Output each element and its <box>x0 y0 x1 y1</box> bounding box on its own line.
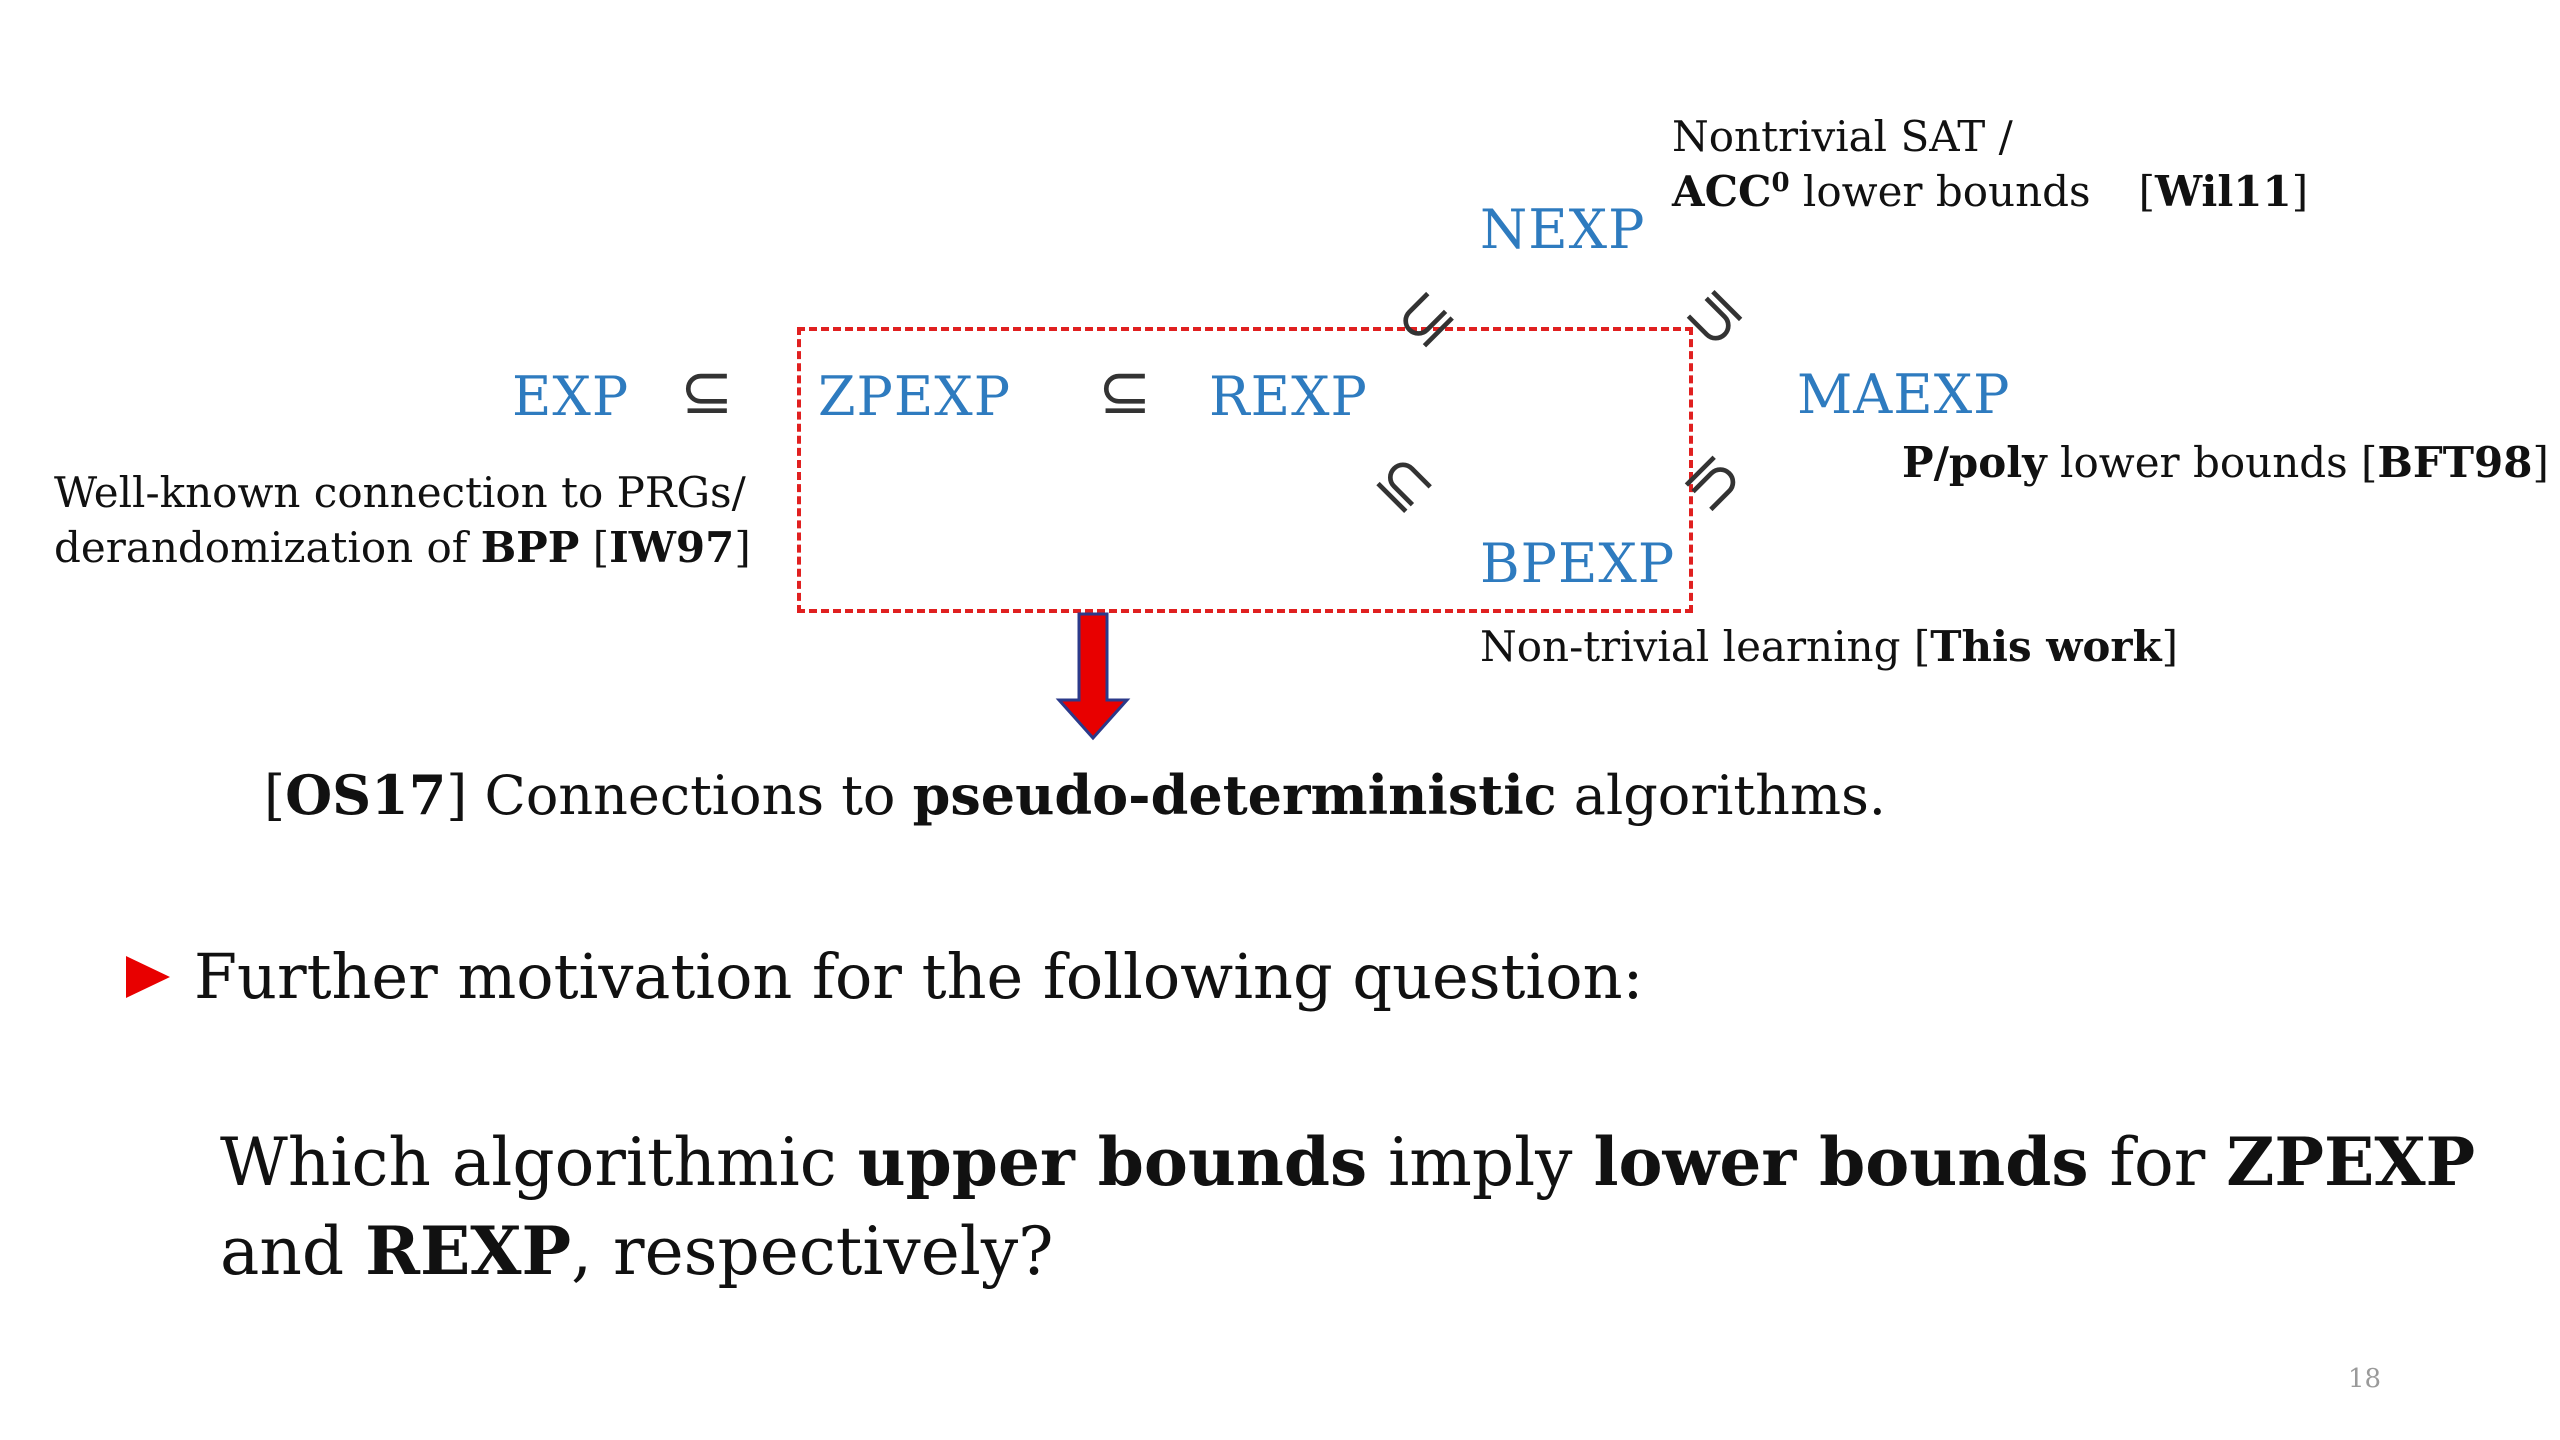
note-nexp-cite-open: [ <box>2138 166 2155 216</box>
note-bpexp-pre: Non-trivial learning [ <box>1480 622 1931 671</box>
question-p5: , respectively? <box>571 1213 1054 1291</box>
subset-zpexp-rexp: ⊆ <box>1098 355 1152 429</box>
os17-rest: algorithms. <box>1556 764 1886 827</box>
class-exp: EXP <box>512 365 630 428</box>
note-maexp-cite: BFT98 <box>2377 438 2533 487</box>
os17-cite: OS17 <box>285 763 447 827</box>
page-number: 18 <box>2348 1364 2382 1394</box>
note-nexp-cite: Wil11 <box>2154 166 2292 216</box>
note-nexp-acc: ACC <box>1672 166 1772 216</box>
note-exp-line1: Well-known connection to PRGs/ <box>54 468 746 517</box>
subset-exp-zpexp: ⊆ <box>680 355 734 429</box>
note-exp-pre: derandomization of <box>54 522 481 572</box>
note-maexp: P/poly lower bounds [BFT98] <box>1902 436 2549 491</box>
dashed-box <box>797 327 1693 613</box>
question-p1: Which algorithmic <box>220 1124 858 1201</box>
class-rexp: REXP <box>1209 365 1368 428</box>
class-maexp: MAEXP <box>1797 363 2011 426</box>
note-nexp-cite-close: ] <box>2291 166 2309 216</box>
bullet-text: Further motivation for the following que… <box>194 940 1644 1013</box>
class-bpexp: BPEXP <box>1480 532 1676 595</box>
note-bpexp-bold: This work <box>1930 622 2162 671</box>
question-b3: ZPEXP <box>2226 1123 2476 1201</box>
note-bpexp-close: ] <box>2161 622 2179 671</box>
note-nexp-acc-sup: 0 <box>1771 167 1790 198</box>
note-exp-close: ] <box>734 522 751 572</box>
bullet-triangle-icon <box>126 956 170 998</box>
os17-open: [ <box>264 764 286 827</box>
question-b4: REXP <box>365 1212 572 1291</box>
note-maexp-rest: lower bounds [ <box>2046 438 2378 487</box>
note-bpexp: Non-trivial learning [This work] <box>1480 620 2178 675</box>
note-maexp-bold: P/poly <box>1902 438 2047 487</box>
os17-mid: ] Connections to <box>446 764 913 827</box>
note-exp-bpp: BPP <box>480 522 580 572</box>
note-maexp-close: ] <box>2532 438 2549 487</box>
class-nexp: NEXP <box>1480 198 1646 261</box>
note-exp: Well-known connection to PRGs/ derandomi… <box>54 466 751 575</box>
note-exp-line2: derandomization of BPP [IW97] <box>54 521 751 576</box>
note-exp-mid: [ <box>579 522 610 572</box>
question-b1: upper bounds <box>857 1123 1368 1201</box>
note-exp-cite: IW97 <box>609 522 735 572</box>
os17-line: [OS17] Connections to pseudo-determinist… <box>264 768 1886 823</box>
question-b2: lower bounds <box>1593 1123 2089 1201</box>
note-nexp-rest: lower bounds <box>1789 166 2091 216</box>
question-p2: imply <box>1367 1124 1594 1201</box>
os17-bold: pseudo-deterministic <box>912 763 1557 827</box>
question-p4: and <box>220 1213 366 1291</box>
down-arrow-icon <box>1055 612 1131 741</box>
question-p3: for <box>2088 1124 2227 1201</box>
class-zpexp: ZPEXP <box>818 365 1012 428</box>
question-text: Which algorithmic upper bounds imply low… <box>220 1118 2520 1296</box>
note-nexp-line1: Nontrivial SAT / <box>1672 112 2013 161</box>
note-nexp-line2: ACC0 lower bounds [Wil11] <box>1672 165 2308 220</box>
note-nexp: Nontrivial SAT / ACC0 lower bounds [Wil11… <box>1672 110 2308 219</box>
